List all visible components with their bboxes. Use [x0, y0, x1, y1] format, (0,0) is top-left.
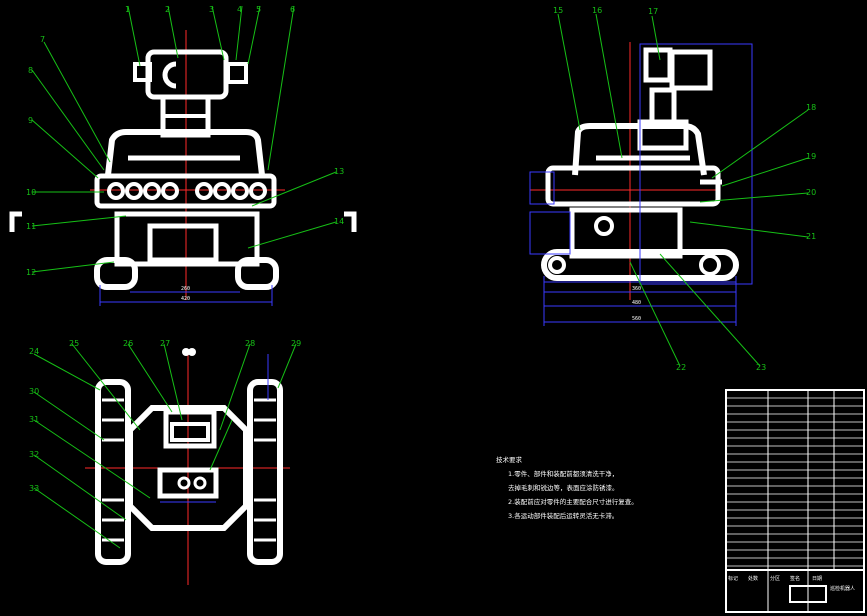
callout-side-16: 16	[592, 6, 602, 15]
callout-front-8: 8	[28, 66, 33, 75]
callout-side-18: 18	[806, 103, 816, 112]
title-cell-1: 标记	[728, 575, 738, 582]
callout-top-26: 26	[123, 339, 133, 348]
title-cell-4: 签名	[790, 575, 800, 582]
note-line-2: 去掉毛刺和锐边等，表面应涂防锈漆。	[508, 483, 619, 492]
callout-front-9: 9	[28, 116, 33, 125]
callout-front-12: 12	[26, 268, 36, 277]
title-block-name: 巡检机器人	[830, 585, 855, 592]
note-line-1: 1.零件、部件和装配前都须清洗干净，	[508, 469, 618, 478]
top-view: 24 25 26 27 28 29 30 31 32 33	[29, 339, 301, 585]
callout-front-1: 1	[125, 5, 130, 14]
callout-front-3: 3	[209, 5, 214, 14]
callout-side-19: 19	[806, 152, 816, 161]
side-view: 220 360 480 560 15 16 17 18 19 20 21 22 …	[529, 6, 816, 372]
callout-top-31: 31	[29, 415, 39, 424]
note-line-3: 2.装配前应对零件的主要配合尺寸进行复查。	[508, 497, 638, 506]
front-view: 260 420 1 2 3 4 5 6 7 8 9 10 11 12 13 14	[9, 5, 357, 306]
dim-front-outer: 420	[181, 296, 190, 302]
dim-front-inner: 260	[181, 286, 190, 292]
callout-front-10: 10	[26, 188, 36, 197]
callout-top-32: 32	[29, 450, 39, 459]
callout-top-27: 27	[160, 339, 170, 348]
dim-side-3: 480	[632, 300, 641, 306]
title-cell-2: 处数	[748, 575, 758, 582]
callout-side-23: 23	[756, 363, 766, 372]
title-cell-5: 日期	[812, 576, 822, 582]
technical-notes: 技术要求 1.零件、部件和装配前都须清洗干净， 去掉毛刺和锐边等，表面应涂防锈漆…	[496, 455, 638, 520]
callout-side-17: 17	[648, 7, 658, 16]
callout-side-15: 15	[553, 6, 563, 15]
callout-top-33: 33	[29, 484, 39, 493]
dim-side-2: 360	[632, 286, 641, 292]
notes-title: 技术要求	[496, 455, 523, 464]
callout-front-2: 2	[165, 5, 170, 14]
callout-top-24: 24	[29, 347, 39, 356]
callout-front-11: 11	[26, 222, 36, 231]
dim-side-4: 560	[632, 316, 641, 322]
callout-front-13: 13	[334, 167, 344, 176]
callout-top-30: 30	[29, 387, 39, 396]
callout-side-21: 21	[806, 232, 816, 241]
callout-front-6: 6	[290, 5, 295, 14]
callout-front-4: 4	[237, 5, 242, 14]
title-cell-3: 分区	[770, 575, 780, 582]
callout-top-25: 25	[69, 339, 79, 348]
callout-front-5: 5	[256, 5, 261, 14]
callout-front-7: 7	[40, 35, 45, 44]
callout-top-28: 28	[245, 339, 255, 348]
note-line-4: 3.各运动部件装配后运转灵活无卡滞。	[508, 511, 618, 520]
dim-side-1: 220	[615, 276, 624, 282]
callout-top-29: 29	[291, 339, 301, 348]
callout-side-22: 22	[676, 363, 686, 372]
title-block: 巡检机器人 标记 处数 分区 签名 日期	[725, 389, 865, 613]
callout-front-14: 14	[334, 217, 344, 226]
callout-side-20: 20	[806, 188, 816, 197]
